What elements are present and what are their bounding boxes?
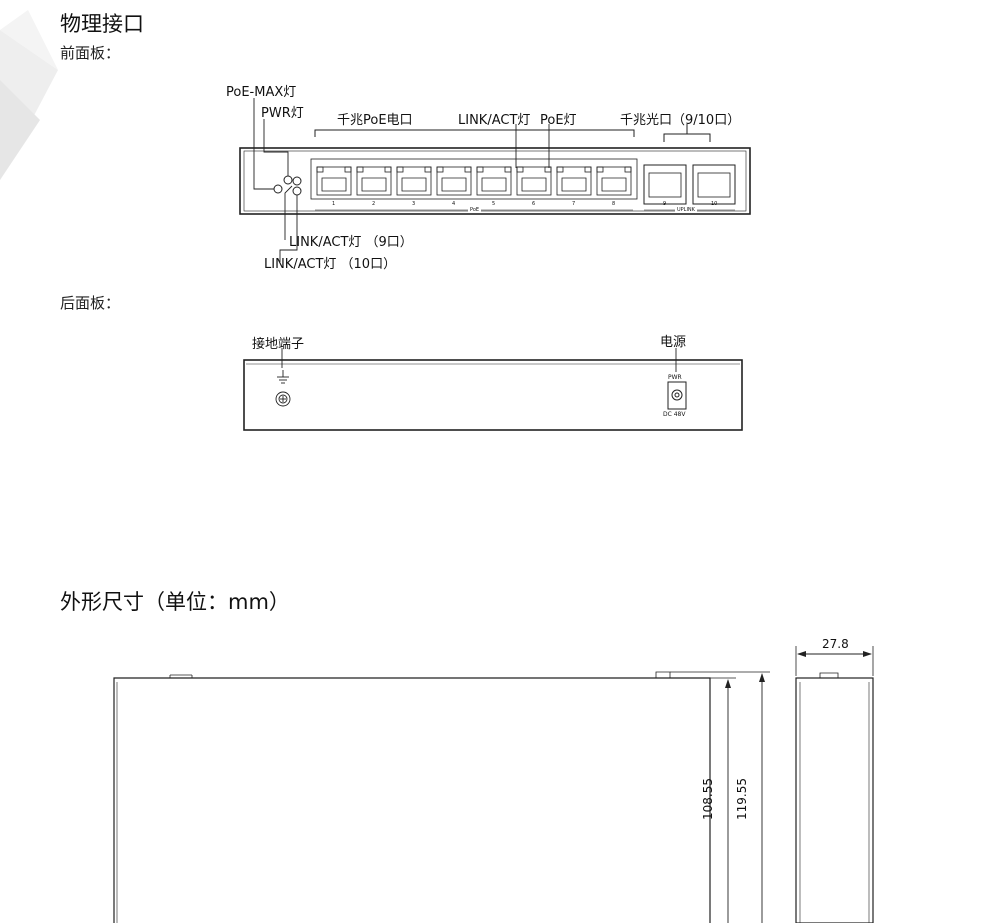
dc-voltage-label: DC 48V [663,411,686,418]
link-act-led-10-indicator [292,186,302,196]
gigabit-fiber-ports-label: 千兆光口（9/10口） [620,113,741,128]
gigabit-poe-ports-label: 千兆PoE电口 [337,113,413,128]
rj45-port-7 [556,166,592,196]
power-label: 电源 [660,335,687,350]
link-act-led-9-label: LINK/ACT灯 （9口） [289,235,413,250]
pwr-jack-label: PWR [668,374,682,381]
dimension-front-view [113,671,770,923]
rj45-port-3 [396,166,432,196]
front-panel-drawing [239,124,751,215]
dimension-width-value: 27.8 [822,637,849,651]
sfp-number-10: 10 [711,201,718,207]
rj45-port-5 [476,166,512,196]
poe-max-led-indicator [273,184,283,194]
poe-group-label: PoE [468,207,482,213]
dimension-side-view [795,646,874,923]
rj45-port-2 [356,166,392,196]
link-act-led-10-label: LINK/ACT灯 （10口） [264,257,397,272]
rear-panel-drawing [243,348,743,431]
rj45-port-row [316,166,632,196]
rear-panel-heading: 后面板： [60,294,121,312]
uplink-group-label: UPLINK [675,207,697,213]
poe-led-label: PoE灯 [540,113,577,128]
port-number-7: 7 [572,201,576,207]
pwr-led-label: PWR灯 [261,106,304,121]
port-number-3: 3 [412,201,416,207]
port-number-8: 8 [612,201,616,207]
rj45-port-4 [436,166,472,196]
rj45-port-1 [316,166,352,196]
port-number-1: 1 [332,201,336,207]
power-jack [667,381,687,410]
ground-terminal-label: 接地端子 [252,337,305,352]
link-act-led-9-indicator [292,176,302,186]
sfp-number-9: 9 [663,201,667,207]
pwr-led-indicator [283,175,293,185]
section-title-physical-interfaces: 物理接口 [60,12,144,36]
port-number-2: 2 [372,201,376,207]
front-led-group [253,98,550,262]
dimension-height-108-value: 108.55 [701,778,715,820]
section-title-dimensions: 外形尺寸（单位：mm） [60,590,290,614]
poe-max-led-label: PoE-MAX灯 [226,85,297,100]
front-panel-heading: 前面板： [60,44,121,62]
rj45-port-6 [516,166,552,196]
link-act-led-label: LINK/ACT灯 [458,113,531,128]
dimension-height-119-value: 119.55 [735,778,749,820]
port-number-5: 5 [492,201,496,207]
port-number-4: 4 [452,201,456,207]
ground-terminal-symbol [275,370,291,407]
decorative-corner-shape [0,10,58,180]
rj45-port-8 [596,166,632,196]
port-number-6: 6 [532,201,536,207]
